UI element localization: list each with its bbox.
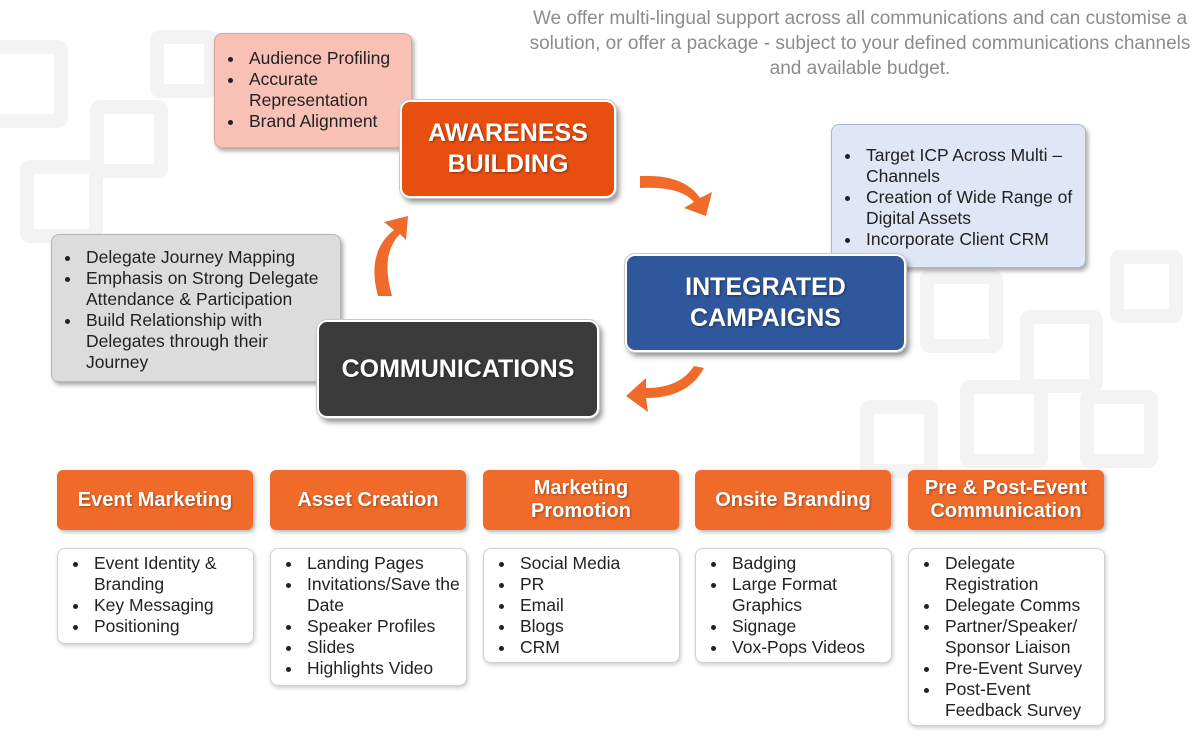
list-item: Delegate Comms [941,595,1098,616]
category-pre-post-event: Pre & Post-Event Communication [908,470,1104,530]
awareness-details-panel: Audience Profiling Accurate Representati… [214,33,412,148]
list-item: Large Format Graphics [728,574,885,616]
category-onsite-branding: Onsite Branding [695,470,891,530]
communications-box: COMMUNICATIONS [316,319,600,419]
awareness-building-title: AWARENESS BUILDING [428,119,588,178]
category-event-marketing: Event Marketing [57,470,253,530]
category-marketing-promotion: Marketing Promotion [483,470,679,530]
list-item: Slides [303,637,460,658]
background-decoration [920,270,1003,353]
list-item: Positioning [90,616,247,637]
background-decoration [90,100,168,178]
list-item: PR [516,574,673,595]
list-item: Social Media [516,553,673,574]
integrated-bullet: Incorporate Client CRM [862,229,1079,250]
integrated-campaigns-box: INTEGRATED CAMPAIGNS [624,253,907,353]
list-item: Partner/Speaker/ Sponsor Liaison [941,616,1098,658]
integrated-campaigns-title: INTEGRATED CAMPAIGNS [685,273,846,332]
integrated-details-panel: Target ICP Across Multi – Channels Creat… [831,124,1086,268]
integrated-bullet: Creation of Wide Range of Digital Assets [862,187,1079,229]
pre-post-event-list: Delegate Registration Delegate Comms Par… [908,548,1105,726]
communications-title: COMMUNICATIONS [341,354,575,383]
list-item: Vox-Pops Videos [728,637,885,658]
background-decoration [0,40,68,128]
awareness-building-box: AWARENESS BUILDING [399,99,617,199]
background-decoration [1080,390,1158,468]
list-item: Signage [728,616,885,637]
integrated-bullet: Target ICP Across Multi – Channels [862,145,1079,187]
arrow-to-integrated [640,175,712,216]
list-item: Pre-Event Survey [941,658,1098,679]
list-item: Key Messaging [90,595,247,616]
communications-details-panel: Delegate Journey Mapping Emphasis on Str… [51,234,341,382]
list-item: Event Identity & Branding [90,553,247,595]
list-item: CRM [516,637,673,658]
asset-creation-list: Landing Pages Invitations/Save the Date … [270,548,467,686]
arrow-to-awareness [374,216,408,296]
list-item: Email [516,595,673,616]
arrow-to-communications [626,366,704,412]
background-decoration [1110,250,1183,323]
list-item: Highlights Video [303,658,460,679]
category-asset-creation: Asset Creation [270,470,466,530]
communications-bullet: Build Relationship with Delegates throug… [82,310,334,373]
event-marketing-list: Event Identity & Branding Key Messaging … [57,548,254,644]
awareness-bullet: Brand Alignment [245,111,405,132]
list-item: Speaker Profiles [303,616,460,637]
onsite-branding-list: Badging Large Format Graphics Signage Vo… [695,548,892,663]
list-item: Badging [728,553,885,574]
list-item: Landing Pages [303,553,460,574]
communications-bullet: Emphasis on Strong Delegate Attendance &… [82,268,334,310]
list-item: Blogs [516,616,673,637]
intro-text: We offer multi-lingual support across al… [529,8,1191,79]
list-item: Invitations/Save the Date [303,574,460,616]
marketing-promotion-list: Social Media PR Email Blogs CRM [483,548,680,663]
communications-bullet: Delegate Journey Mapping [82,247,334,268]
background-decoration [1020,310,1103,393]
list-item: Delegate Registration [941,553,1098,595]
awareness-bullet: Audience Profiling [245,48,405,69]
list-item: Post-Event Feedback Survey [941,679,1098,721]
background-decoration [960,380,1048,468]
awareness-bullet: Accurate Representation [245,69,405,111]
